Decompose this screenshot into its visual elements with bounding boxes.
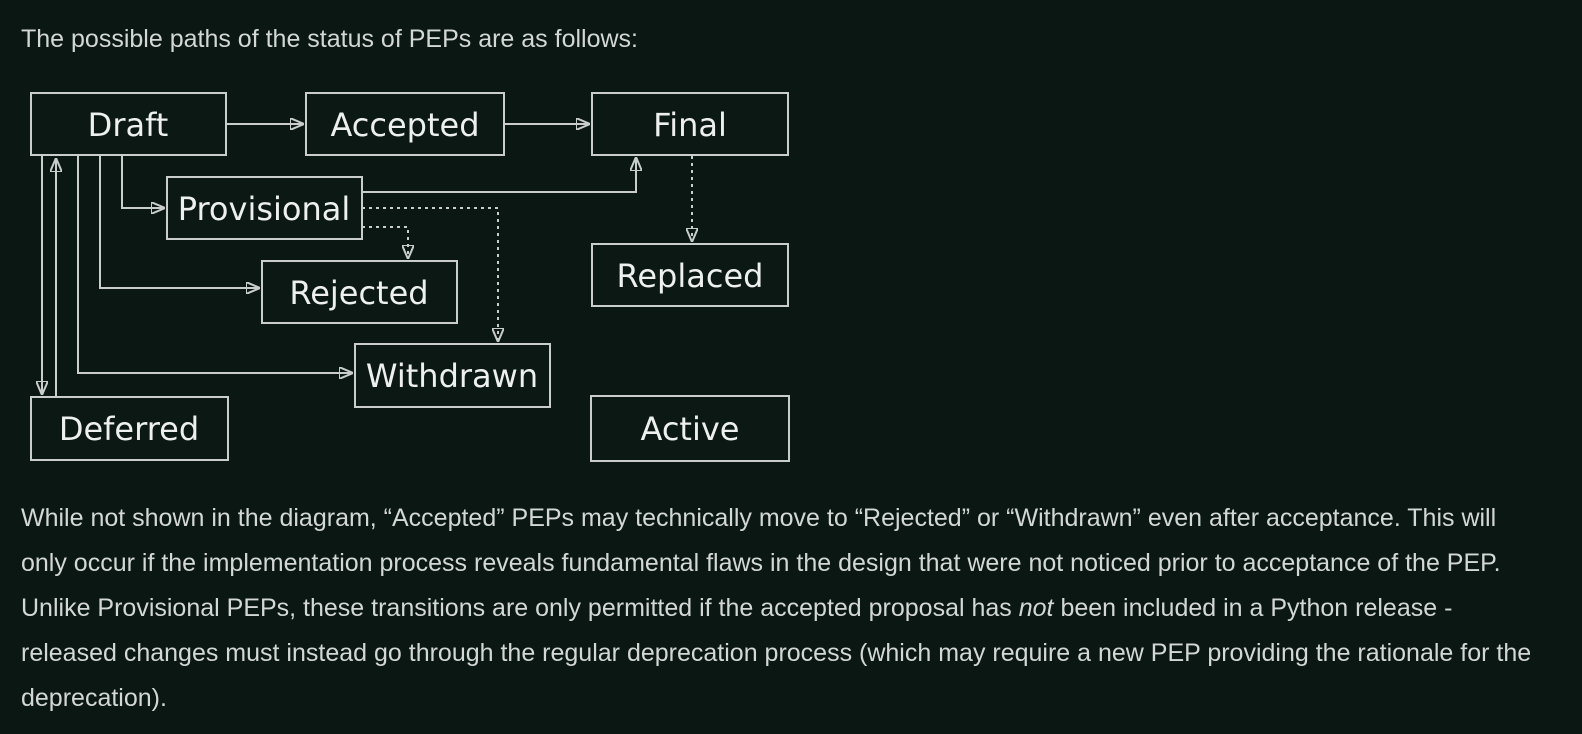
node-deferred-label: Deferred [59,410,199,448]
body-paragraph-italic: not [1018,594,1054,622]
diagram-nodes: Draft Accepted Final Provisional Rejecte… [30,92,790,462]
edge-draft-provisional [121,156,163,208]
node-final-box [591,92,789,156]
pep-status-diagram: Draft Accepted Final Provisional Rejecte… [30,92,790,462]
node-provisional: Provisional [166,176,363,240]
node-active-label: Active [641,410,740,448]
diagram-edges [42,124,692,396]
node-replaced-label: Replaced [617,257,764,295]
node-draft-box [30,92,227,156]
node-active: Active [590,395,790,462]
node-withdrawn: Withdrawn [354,343,551,408]
node-withdrawn-box [354,343,551,408]
node-provisional-box [166,176,363,240]
edge-provisional-final [362,159,636,193]
body-paragraph: While not shown in the diagram, “Accepte… [21,496,1548,721]
node-replaced: Replaced [591,243,789,307]
node-provisional-label: Provisional [178,190,351,228]
body-paragraph-part1: While not shown in the diagram, “Accepte… [21,504,1501,622]
node-final-label: Final [653,106,727,144]
body-paragraph-part2: been included in a Python release - rele… [21,594,1532,712]
intro-text: The possible paths of the status of PEPs… [21,25,638,53]
node-draft: Draft [30,92,227,156]
node-accepted-label: Accepted [330,106,479,144]
node-replaced-box [591,243,789,307]
node-final: Final [591,92,789,156]
edge-draft-rejected [99,156,258,288]
node-accepted: Accepted [305,92,505,156]
edge-draft-withdrawn [77,156,351,373]
edge-provisional-withdrawn [362,207,498,340]
node-accepted-box [305,92,505,156]
edge-provisional-rejected [362,226,408,257]
node-rejected-box [261,260,458,324]
node-draft-label: Draft [88,106,169,144]
node-deferred-box [30,396,229,461]
node-deferred: Deferred [30,396,229,461]
node-active-box [590,395,790,462]
node-rejected: Rejected [261,260,458,324]
node-rejected-label: Rejected [289,274,428,312]
node-withdrawn-label: Withdrawn [366,357,538,395]
